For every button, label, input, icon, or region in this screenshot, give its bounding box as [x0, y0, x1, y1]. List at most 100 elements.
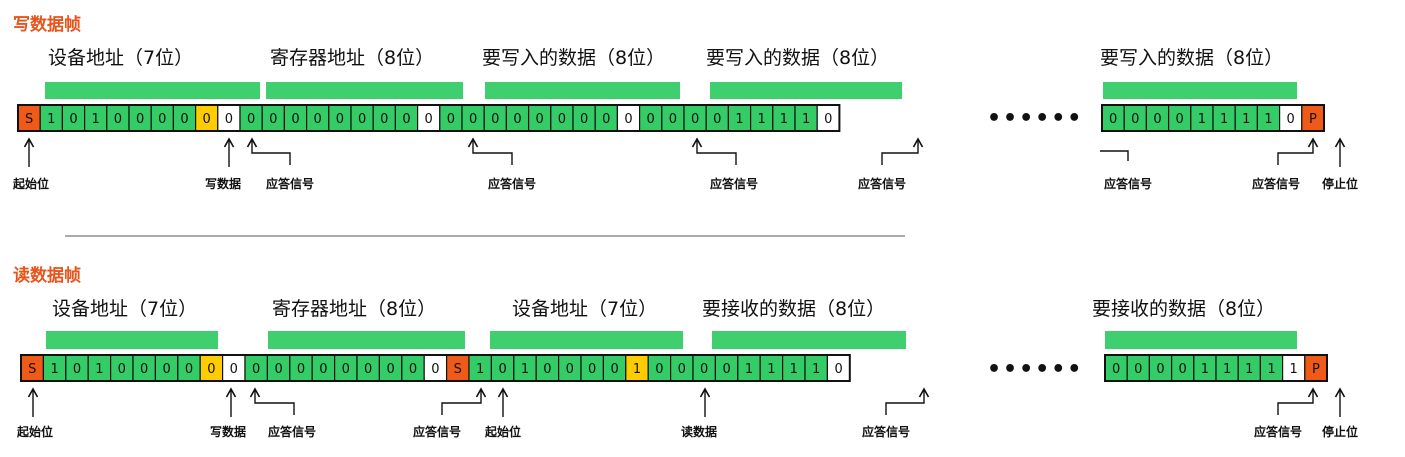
annotation-label: 起始位	[12, 176, 49, 191]
bit-value: 0	[447, 112, 455, 127]
field-label: 设备地址（7位）	[52, 298, 197, 320]
bit-value: 1	[1220, 112, 1228, 127]
bit-value: 0	[713, 112, 721, 127]
field-label: 要写入的数据（8位）	[1100, 47, 1283, 69]
arrow-head	[912, 137, 924, 148]
bit-value: 1	[95, 362, 103, 377]
field-bar	[46, 331, 218, 349]
ellipsis-dots: ••••••	[987, 106, 1083, 131]
bit-value: 0	[73, 362, 81, 377]
bit-value: 0	[291, 112, 299, 127]
annotation-label: 应答信号	[413, 424, 461, 439]
arrow-head	[246, 137, 258, 148]
bit-value: 1	[633, 362, 641, 377]
arrow-head	[691, 137, 703, 148]
field-label: 设备地址（7位）	[48, 47, 193, 69]
bit-value: 0	[498, 362, 506, 377]
bit-value: 0	[1176, 112, 1184, 127]
bit-value: 1	[780, 112, 788, 127]
annotation-hook	[885, 389, 925, 415]
bit-value: S	[454, 362, 462, 377]
bit-value: 0	[342, 362, 350, 377]
bit-value: 0	[402, 112, 410, 127]
annotation-label: 写数据	[205, 176, 241, 191]
annotation-label: 应答信号	[710, 176, 758, 191]
arrow-head	[23, 137, 35, 148]
bit-value: 0	[319, 362, 327, 377]
bit-value: 1	[47, 112, 55, 127]
annotation-hook	[696, 139, 737, 165]
bit-value: 0	[1134, 362, 1142, 377]
bit-value: 0	[669, 112, 677, 127]
bit-value: 0	[162, 362, 170, 377]
bit-value: 0	[1131, 112, 1139, 127]
bit-value: 0	[230, 362, 238, 377]
field-label: 寄存器地址（8位）	[270, 47, 434, 69]
annotation-label: 应答信号	[858, 176, 906, 191]
bit-value: 0	[158, 112, 166, 127]
bit-value: S	[25, 112, 33, 127]
bit-row-border	[1104, 354, 1328, 382]
bit-value: 0	[358, 112, 366, 127]
bit-value: 0	[252, 362, 260, 377]
bit-value: 0	[469, 112, 477, 127]
annotation-label: 应答信号	[862, 424, 910, 439]
annotation-label: 应答信号	[488, 176, 536, 191]
bit-value: 1	[1267, 362, 1275, 377]
bit-value: 0	[1109, 112, 1117, 127]
field-label: 要接收的数据（8位）	[702, 298, 885, 320]
annotation-label: 起始位	[16, 424, 53, 439]
bit-value: 1	[521, 362, 529, 377]
field-label: 要写入的数据（8位）	[482, 47, 665, 69]
field-bar	[712, 331, 906, 349]
bit-value: 0	[1112, 362, 1120, 377]
bit-value: 1	[745, 362, 753, 377]
bit-value: 0	[543, 362, 551, 377]
annotation-hook	[441, 389, 482, 415]
arrow-head	[225, 387, 237, 398]
bit-value: 1	[1201, 362, 1209, 377]
annotation-label: 起始位	[484, 424, 521, 439]
field-bar	[485, 82, 680, 99]
field-bar	[266, 82, 463, 99]
bit-value: 1	[50, 362, 58, 377]
arrow-head	[1307, 387, 1319, 398]
bit-value: 0	[624, 112, 632, 127]
bit-value: P	[1309, 112, 1317, 127]
annotation-label: 应答信号	[1104, 176, 1152, 191]
bit-value: 1	[767, 362, 775, 377]
field-bar	[45, 82, 260, 99]
bit-value: 0	[558, 112, 566, 127]
arrow-head	[1334, 137, 1346, 148]
bit-value: 0	[834, 362, 842, 377]
arrow-head	[27, 387, 39, 398]
bit-value: 0	[136, 112, 144, 127]
bit-value: 0	[297, 362, 305, 377]
annotation-label: 停止位	[1322, 176, 1358, 191]
annotation-hook	[472, 139, 513, 165]
bit-value: 0	[203, 112, 211, 127]
bit-value: 0	[114, 112, 122, 127]
annotation-leader	[1100, 150, 1129, 161]
read-frame: 设备地址（7位）寄存器地址（8位）设备地址（7位）要接收的数据（8位）要接收的数…	[16, 298, 1358, 439]
bit-value: 1	[1245, 362, 1253, 377]
bit-value: 0	[691, 112, 699, 127]
annotation-label: 写数据	[210, 424, 246, 439]
annotation-label: 停止位	[1322, 424, 1358, 439]
arrow-head	[223, 137, 235, 148]
bit-value: 0	[610, 362, 618, 377]
bit-row-border	[17, 104, 841, 132]
annotation-hook	[1277, 389, 1314, 415]
bit-value: 0	[1153, 112, 1161, 127]
bit-value: 1	[1264, 112, 1272, 127]
bit-value: 0	[247, 112, 255, 127]
write-frame: 设备地址（7位）寄存器地址（8位）要写入的数据（8位）要写入的数据（8位）要写入…	[12, 47, 1358, 191]
bit-value: 0	[431, 362, 439, 377]
bit-value: 0	[513, 112, 521, 127]
annotation-hook	[1277, 139, 1314, 165]
arrow-head	[467, 137, 479, 148]
bit-value: 0	[207, 362, 215, 377]
field-label: 要接收的数据（8位）	[1092, 298, 1275, 320]
bit-value: 0	[655, 362, 663, 377]
field-bar	[268, 331, 465, 349]
